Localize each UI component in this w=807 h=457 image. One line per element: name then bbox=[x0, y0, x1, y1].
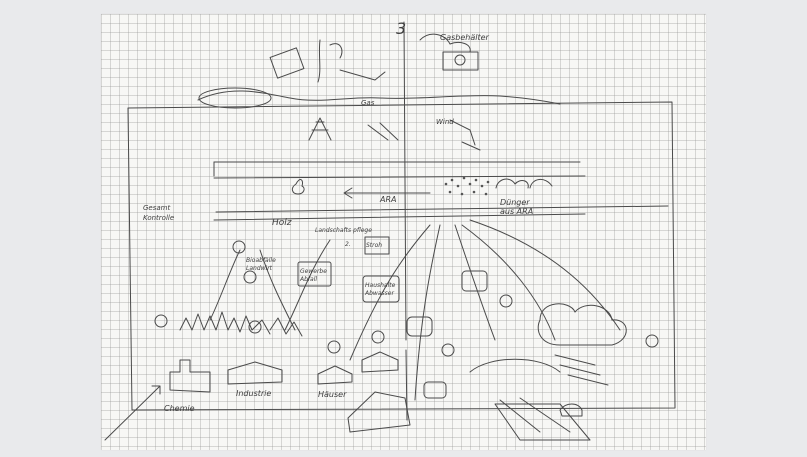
haushalt-box bbox=[363, 276, 399, 302]
flow-line bbox=[210, 250, 240, 320]
machine-sketch bbox=[340, 70, 385, 80]
flow-arrow bbox=[105, 386, 160, 440]
house-sketch bbox=[318, 366, 352, 384]
location-pin-icon bbox=[244, 271, 256, 283]
solar-panels bbox=[555, 355, 608, 385]
flame-icon bbox=[292, 180, 304, 194]
house-sketch bbox=[228, 362, 282, 384]
label-bio-1: Bioabfälle bbox=[246, 257, 276, 264]
sky-wave bbox=[198, 91, 560, 104]
empty-box-1 bbox=[462, 271, 487, 291]
label-gewerbe-2: Abfall bbox=[299, 276, 317, 283]
flow-line bbox=[285, 240, 330, 330]
label-haeuser: Häuser bbox=[318, 390, 347, 399]
label-holz: Holz bbox=[272, 218, 292, 228]
big-house-sketch bbox=[348, 392, 410, 432]
page-number: 3 bbox=[396, 19, 406, 38]
fertilizer-cloud bbox=[496, 179, 528, 188]
house-sketch bbox=[362, 352, 398, 372]
gas-tank-window bbox=[455, 55, 465, 65]
location-pin-icon bbox=[372, 331, 384, 343]
label-number-2: 2. bbox=[345, 241, 351, 248]
label-stroh: Stroh bbox=[366, 242, 382, 249]
label-haushalt-2: Abwasser bbox=[364, 290, 394, 297]
label-gasbehaelter: Gasbehälter bbox=[440, 33, 490, 42]
pylon-sketch bbox=[309, 118, 331, 140]
label-landschaftspflege: Landschafts pflege bbox=[315, 227, 372, 234]
label-gewerbe-1: Gewerbe bbox=[300, 268, 327, 275]
label-aus-ara: aus ARA bbox=[500, 207, 533, 216]
label-chemie: Chemie bbox=[164, 404, 195, 413]
animal-sketch bbox=[560, 404, 582, 416]
plant-sketch bbox=[318, 40, 342, 82]
label-ara: ARA bbox=[379, 195, 397, 204]
tree-cluster bbox=[538, 304, 626, 345]
label-bio-2: Landwirt bbox=[246, 265, 273, 272]
wind-turbine-sketch bbox=[450, 120, 480, 150]
forest-sketch bbox=[180, 312, 270, 334]
car-sketch bbox=[424, 382, 446, 398]
battery-sketch bbox=[270, 48, 304, 78]
flow-line bbox=[415, 225, 440, 400]
center-divider bbox=[404, 22, 406, 340]
flow-line bbox=[455, 225, 495, 340]
field-plot bbox=[495, 404, 590, 440]
location-pin-icon bbox=[442, 344, 454, 356]
location-pin-icon bbox=[328, 341, 340, 353]
band-line bbox=[214, 176, 585, 178]
label-wind: Wind bbox=[436, 118, 454, 126]
flow-line bbox=[470, 220, 620, 330]
label-duenger: Dünger bbox=[500, 198, 530, 207]
label-industrie: Industrie bbox=[236, 389, 271, 398]
label-gesamt: Gesamt bbox=[143, 204, 170, 212]
location-pin-icon bbox=[646, 335, 658, 347]
label-haushalt-1: Haushalte bbox=[365, 282, 396, 289]
label-gas: Gas bbox=[361, 99, 375, 107]
flow-line bbox=[462, 225, 555, 340]
fertilizer-dots bbox=[445, 177, 490, 196]
label-kontrolle: Kontrolle bbox=[143, 214, 174, 222]
pipe-sketch bbox=[368, 123, 398, 140]
location-pin-icon bbox=[500, 295, 512, 307]
factory-sketch bbox=[170, 360, 210, 392]
empty-box-2 bbox=[407, 317, 432, 336]
location-pin-icon bbox=[155, 315, 167, 327]
band-line bbox=[216, 206, 668, 212]
fertilizer-cloud bbox=[530, 179, 552, 188]
solar-field bbox=[470, 359, 560, 372]
system-boundary-outline bbox=[128, 102, 675, 410]
